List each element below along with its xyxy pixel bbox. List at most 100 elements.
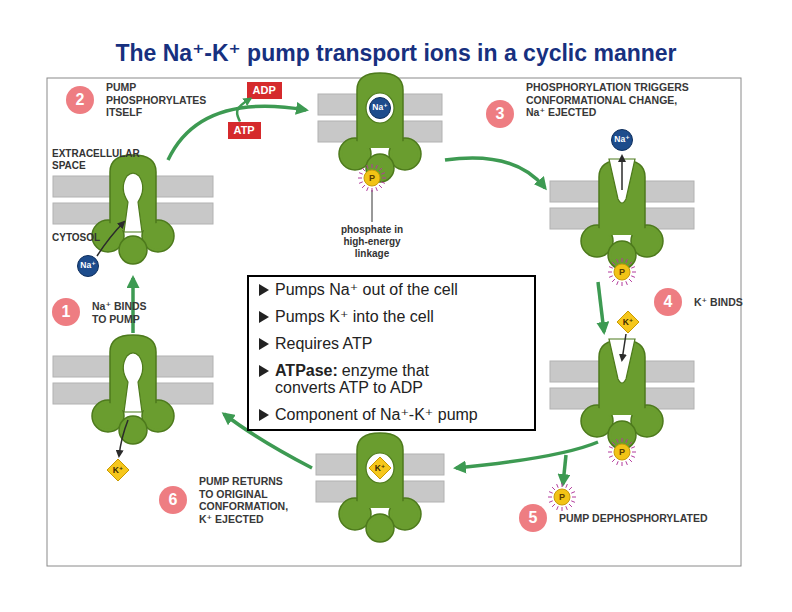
energy-spike (549, 492, 553, 494)
energy-spike (376, 187, 378, 191)
step-label: PUMP PHOSPHORYLATES ITSELF (106, 81, 216, 119)
pump-state (316, 433, 444, 542)
energy-spike (379, 185, 382, 188)
callout-number: 5 (519, 504, 547, 532)
ion-symbol: P (613, 443, 631, 461)
energy-spike (622, 462, 623, 466)
potassium-ion: K⁺ (617, 311, 639, 333)
potassium-ion: K⁺ (369, 457, 391, 479)
energy-spike (571, 492, 575, 494)
energy-spike (617, 439, 619, 443)
pump-lobe-fill (122, 239, 144, 261)
pump-cavity (366, 93, 394, 123)
bullet-text: Pumps Na⁺ out of the cell (275, 281, 458, 298)
energy-spike (358, 178, 362, 179)
callout-number: 1 (52, 298, 80, 326)
ion-symbol: K⁺ (617, 311, 639, 333)
term: ATPase: (275, 362, 338, 379)
energy-spike (617, 461, 619, 465)
step-label: Na⁺ BINDS TO PUMP (92, 300, 154, 325)
phosphate-group: P (553, 488, 571, 506)
energy-spike (562, 483, 563, 487)
energy-spike (372, 164, 373, 168)
pump-cavity (366, 453, 394, 483)
energy-spike (631, 456, 635, 458)
pump-state (53, 335, 213, 444)
energy-spike (566, 506, 568, 510)
ion-symbol: P (363, 169, 381, 187)
energy-spike (609, 447, 613, 449)
callout-number: 3 (486, 100, 514, 128)
region-label: EXTRACELLULAR SPACE (52, 148, 152, 172)
callout-number: 4 (654, 288, 682, 316)
region-label: CYTOSOL (52, 232, 152, 244)
energy-spike (367, 187, 369, 191)
leader-line (372, 190, 373, 222)
sodium-ion: Na⁺ (611, 129, 633, 151)
potassium-ion: K⁺ (107, 459, 129, 481)
bullet-row: Pumps K⁺ into the cell (259, 308, 524, 325)
step-callout: 3PHOSPHORYLATION TRIGGERS CONFORMATIONAL… (486, 100, 514, 128)
pump-lobe (119, 236, 147, 264)
figure-frame (47, 78, 741, 566)
molecule-name: ATP (234, 124, 255, 136)
diamond-outline (369, 457, 391, 479)
step-callout: 5PUMP DEPHOSPHORYLATED (519, 504, 547, 532)
energy-spike (376, 165, 378, 169)
cycle-arrow (456, 442, 598, 468)
energy-spike (571, 501, 575, 503)
energy-spike (629, 279, 632, 282)
bullet-arrow (259, 338, 269, 350)
cycle-arrow (563, 455, 566, 484)
step-callout: 1Na⁺ BINDS TO PUMP (52, 298, 80, 326)
sodium-ion: Na⁺ (77, 255, 99, 277)
energy-spike (626, 461, 628, 465)
phosphate-circle (614, 264, 630, 280)
step-label: PHOSPHORYLATION TRIGGERS CONFORMATIONAL … (526, 81, 694, 119)
energy-spike (566, 484, 568, 488)
bullet-text: Requires ATP (275, 335, 373, 352)
molecule-name: ADP (253, 84, 276, 96)
cycle-arrow (445, 158, 545, 188)
ion-symbol: K⁺ (369, 457, 391, 479)
step-callout: 4K⁺ BINDS (654, 288, 682, 316)
energy-spike (609, 276, 613, 278)
energy-spike (612, 279, 615, 282)
energy-spike (572, 497, 576, 498)
cycle-arrow (168, 106, 306, 160)
energy-spike (557, 484, 559, 488)
energy-spike (562, 507, 563, 511)
phosphate-group: P (363, 169, 381, 187)
pump-state (318, 73, 442, 182)
step-label: K⁺ BINDS (694, 296, 784, 309)
energy-spike (632, 452, 636, 453)
energy-spike (631, 267, 635, 269)
pump-cavity (123, 353, 143, 412)
bullet-text: Pumps K⁺ into the cell (275, 308, 434, 325)
energy-spike (569, 487, 572, 490)
pump-lobe-fill (122, 419, 144, 441)
pump-cavity (609, 339, 635, 383)
energy-spike (622, 282, 623, 286)
bullet-row: Component of Na⁺-K⁺ pump (259, 406, 524, 423)
pump-lobe (119, 416, 147, 444)
molecule-box: ATP (228, 122, 261, 139)
bullet-row: ATPase:enzyme that converts ATP to ADP (259, 362, 524, 396)
energy-spike (552, 487, 555, 490)
energy-spike (382, 178, 386, 179)
phosphate-circle (364, 170, 380, 186)
ion-path-arrow (622, 334, 626, 360)
energy-spike (548, 497, 552, 498)
energy-spike (379, 168, 382, 171)
energy-spike (549, 501, 553, 503)
pump-state (53, 155, 213, 264)
phosphate-group: P (613, 263, 631, 281)
ion-symbol: K⁺ (107, 459, 129, 481)
callout-number: 6 (159, 486, 187, 514)
pump-joint (601, 403, 643, 415)
ion-symbol: P (613, 263, 631, 281)
pump-lobe-fill (611, 244, 633, 266)
energy-spike (629, 459, 632, 462)
energy-spike (609, 267, 613, 269)
